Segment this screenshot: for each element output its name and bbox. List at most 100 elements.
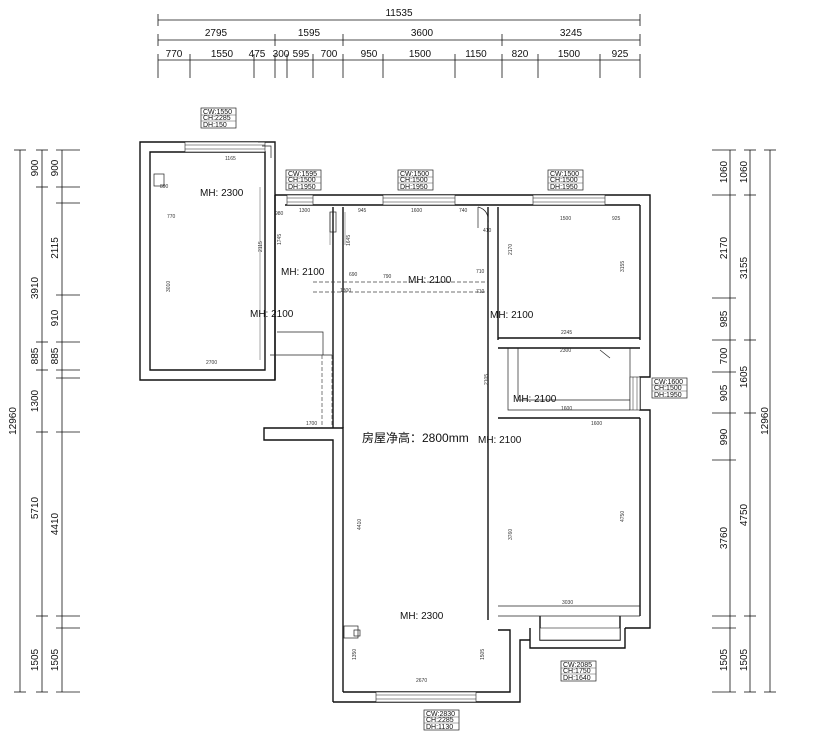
left-sub-dim-5: 4410 xyxy=(50,512,61,535)
svg-text:CW:1500: CW:1500 xyxy=(400,171,429,178)
left-sub-dim-4: 885 xyxy=(50,347,61,364)
right-sub-dim-8: 1505 xyxy=(719,648,730,671)
left-total-dim: 12960 xyxy=(8,407,19,435)
svg-text:CW:1595: CW:1595 xyxy=(288,171,317,178)
top-dim-2: 1595 xyxy=(298,28,321,39)
inner-dim: 1300 xyxy=(340,288,351,294)
inner-dim: 690 xyxy=(349,272,358,278)
svg-text:CH:1500: CH:1500 xyxy=(400,177,428,184)
top-total-dim: 11535 xyxy=(385,8,413,19)
left-sub-dim-6: 1505 xyxy=(50,648,61,671)
left-sub-dim-1: 900 xyxy=(50,159,61,176)
inner-dim: 1505 xyxy=(480,649,486,660)
room-height-label: MH: 2300 xyxy=(200,188,244,199)
window-tag: CW:1600 CH:1500 DH:1950 xyxy=(651,377,688,399)
inner-dim: 1600 xyxy=(591,421,602,427)
svg-text:DH:1950: DH:1950 xyxy=(550,184,578,191)
right-sub-dim-7: 3760 xyxy=(719,526,730,549)
svg-text:CW:2830: CW:2830 xyxy=(426,711,455,718)
inner-dim: 770 xyxy=(167,214,176,220)
top-sub-dim-7: 950 xyxy=(361,49,378,60)
svg-text:CH:1500: CH:1500 xyxy=(550,177,578,184)
inner-dim: 1700 xyxy=(306,421,317,427)
inner-dim: 2115 xyxy=(258,241,264,252)
top-sub-dim-3: 475 xyxy=(249,49,266,60)
inner-dim: 710 xyxy=(476,269,485,275)
inner-dim: 1500 xyxy=(560,216,571,222)
left-sub-dim-2: 2115 xyxy=(50,237,61,259)
inner-dim: 1600 xyxy=(561,406,572,412)
fixtures xyxy=(153,173,611,639)
left-dim-3: 885 xyxy=(30,347,41,364)
inner-dim: 3030 xyxy=(562,600,573,606)
right-sub-dim-6: 990 xyxy=(719,428,730,445)
inner-dim: 4410 xyxy=(357,519,363,530)
left-dim-6: 1505 xyxy=(30,648,41,671)
svg-text:CH:1500: CH:1500 xyxy=(654,385,682,392)
inner-dim: 790 xyxy=(383,274,392,280)
left-sub-dim-3: 910 xyxy=(50,309,61,326)
right-sub-dim-2: 2170 xyxy=(719,236,730,259)
left-dim-4: 1300 xyxy=(30,389,41,412)
svg-text:DH:1640: DH:1640 xyxy=(563,675,591,682)
top-dim-1: 2795 xyxy=(205,28,228,39)
inner-dim: 1645 xyxy=(346,235,352,246)
inner-dim: 925 xyxy=(612,216,621,222)
svg-text:CW:1500: CW:1500 xyxy=(550,171,579,178)
window-tag: CW:1500 CH:1500 DH:1950 xyxy=(547,169,584,191)
room-height-label: MH: 2100 xyxy=(513,394,557,405)
top-sub-dim-1: 770 xyxy=(166,49,183,60)
right-dimension-chain: 12960 1060 3155 1605 4750 1505 1 xyxy=(712,149,776,693)
inner-dim: 3760 xyxy=(508,529,514,540)
inner-dim: 2700 xyxy=(206,360,217,366)
inner-dim: 410 xyxy=(483,228,492,234)
svg-text:CW:1550: CW:1550 xyxy=(203,109,232,116)
room-height-labels: MH: 2300 MH: 2100 MH: 2100 MH: 2100 MH: … xyxy=(200,188,557,622)
room-height-label: MH: 2100 xyxy=(250,309,294,320)
right-dim-5: 1505 xyxy=(739,648,750,671)
top-sub-dim-11: 1500 xyxy=(558,49,581,60)
left-dimension-chain: 12960 900 3910 885 1300 5710 1505 900 21… xyxy=(8,149,80,693)
svg-text:DH:150: DH:150 xyxy=(203,122,227,129)
inner-dim: 1350 xyxy=(352,649,358,660)
inner-dim: 2170 xyxy=(508,244,514,255)
inner-dim: 3010 xyxy=(166,281,172,292)
left-dim-1: 900 xyxy=(30,159,41,176)
right-total-dim: 12960 xyxy=(760,407,771,435)
room-height-label: MH: 2100 xyxy=(490,310,534,321)
top-dim-3: 3600 xyxy=(411,28,434,39)
inner-dim: 710 xyxy=(476,289,485,295)
svg-text:DH:1130: DH:1130 xyxy=(426,724,453,731)
inner-dim: 2670 xyxy=(416,678,427,684)
ceiling-height-note: 房屋净高：2800mm xyxy=(362,430,469,445)
top-sub-dim-12: 925 xyxy=(612,49,629,60)
inner-dim: 2105 xyxy=(484,374,490,385)
right-dim-1: 1060 xyxy=(739,160,750,183)
svg-text:CH:2285: CH:2285 xyxy=(203,115,231,122)
top-sub-dim-4: 300 xyxy=(273,49,290,60)
inner-dimensions: 1165 770 1300 1600 945 740 410 1500 925 … xyxy=(160,156,626,684)
inner-dim: 3155 xyxy=(620,261,626,272)
right-dim-2: 3155 xyxy=(739,256,750,279)
room-height-label: MH: 2100 xyxy=(281,267,325,278)
window-tag: CW:1595 CH:1500 DH:1950 xyxy=(285,169,322,191)
inner-dim: 2300 xyxy=(560,348,571,354)
windows xyxy=(184,141,641,703)
right-dim-3: 1605 xyxy=(739,365,750,388)
svg-text:DH:1950: DH:1950 xyxy=(288,184,316,191)
right-sub-dim-1: 1060 xyxy=(719,160,730,183)
window-tag: CW:2085 CH:1750 DH:1640 xyxy=(560,660,597,682)
inner-dim: 945 xyxy=(358,208,367,214)
right-sub-dim-4: 700 xyxy=(719,347,730,364)
svg-text:CH:2285: CH:2285 xyxy=(426,717,454,724)
svg-text:CH:1500: CH:1500 xyxy=(288,177,316,184)
inner-dim: 1300 xyxy=(299,208,310,214)
inner-dim: 1745 xyxy=(277,234,283,245)
window-tag: CW:1550 CH:2285 DH:150 xyxy=(200,107,237,129)
svg-text:CW:1600: CW:1600 xyxy=(654,379,683,386)
left-dim-5: 5710 xyxy=(30,496,41,519)
inner-dim: 2245 xyxy=(561,330,572,336)
svg-text:CH:1750: CH:1750 xyxy=(563,668,591,675)
window-tag: CW:1500 CH:1500 DH:1950 xyxy=(397,169,434,191)
top-sub-dim-9: 1150 xyxy=(465,49,487,60)
